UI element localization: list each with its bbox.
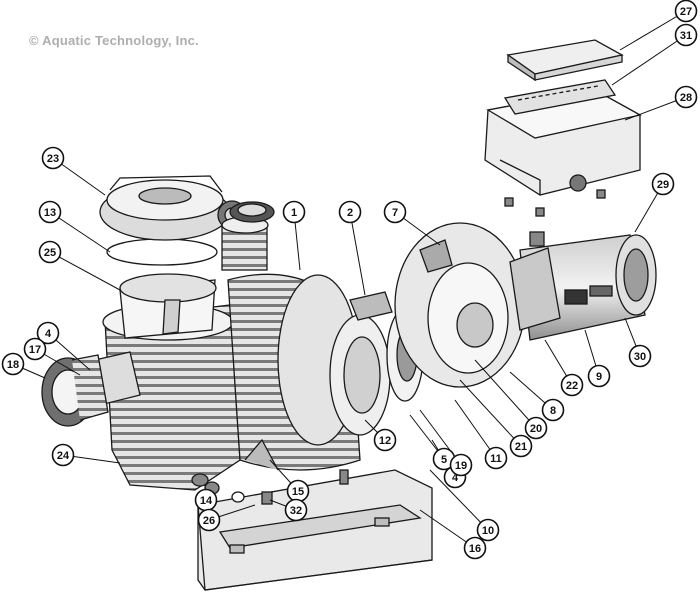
callout-31: 31 xyxy=(674,23,698,47)
callout-14: 14 xyxy=(194,488,218,512)
callout-number: 21 xyxy=(515,441,527,453)
callout-4: 4 xyxy=(36,321,60,345)
callout-number: 5 xyxy=(441,454,447,466)
callout-20: 20 xyxy=(524,416,548,440)
callout-32: 32 xyxy=(284,498,308,522)
callout-number: 18 xyxy=(7,359,19,371)
leader-lines xyxy=(12,10,687,549)
callout-number: 9 xyxy=(596,371,602,383)
callout-number: 30 xyxy=(634,351,646,363)
callout-number: 29 xyxy=(657,179,669,191)
callout-23: 23 xyxy=(41,146,65,170)
callout-11: 11 xyxy=(484,446,508,470)
copyright-notice: © Aquatic Technology, Inc. xyxy=(29,33,199,48)
callout-21: 21 xyxy=(509,434,533,458)
callout-number: 32 xyxy=(290,505,302,517)
callout-number: 31 xyxy=(680,30,692,42)
callout-number: 11 xyxy=(490,453,502,465)
callout-number: 14 xyxy=(200,495,213,507)
callout-1: 1 xyxy=(282,200,306,224)
leader-line-2 xyxy=(349,211,366,296)
callout-number: 20 xyxy=(530,423,542,435)
callout-number: 19 xyxy=(455,460,467,472)
leader-line-20 xyxy=(474,359,537,429)
leader-line-10 xyxy=(429,469,489,531)
callout-number: 25 xyxy=(44,247,56,259)
callout-number: 22 xyxy=(566,380,578,392)
strainer-lid xyxy=(99,175,247,241)
callout-9: 9 xyxy=(587,364,611,388)
callout-18: 18 xyxy=(1,352,25,376)
callout-27: 27 xyxy=(674,0,698,23)
callout-15: 15 xyxy=(286,479,310,503)
callout-25: 25 xyxy=(38,240,62,264)
inlet-port xyxy=(41,351,141,427)
controller-housing xyxy=(484,89,642,196)
callout-number: 10 xyxy=(482,525,494,537)
callout-number: 2 xyxy=(347,207,353,219)
leader-line-21 xyxy=(459,379,522,447)
callout-24: 24 xyxy=(51,443,75,467)
callout-26: 26 xyxy=(197,508,221,532)
callout-number: 4 xyxy=(452,472,459,484)
leader-line-31 xyxy=(611,34,687,86)
callout-number: 17 xyxy=(29,344,41,356)
callout-number: 13 xyxy=(44,207,56,219)
callout-number: 24 xyxy=(57,450,70,462)
callout-number: 16 xyxy=(469,543,481,555)
callout-number: 23 xyxy=(47,153,59,165)
leader-line-27 xyxy=(619,10,687,51)
lid-o-ring xyxy=(106,238,218,266)
strainer-basket xyxy=(119,273,217,339)
discharge-union xyxy=(221,201,275,271)
callout-19: 19 xyxy=(449,453,473,477)
callout-22: 22 xyxy=(560,373,584,397)
pump-base xyxy=(197,469,433,591)
callout-30: 30 xyxy=(628,344,652,368)
callout-10: 10 xyxy=(476,518,500,542)
callout-29: 29 xyxy=(651,172,675,196)
callout-number: 28 xyxy=(680,92,692,104)
control-panel xyxy=(503,79,617,115)
callout-13: 13 xyxy=(38,200,62,224)
callout-number: 15 xyxy=(292,486,304,498)
pump-motor xyxy=(509,234,657,341)
callout-number: 26 xyxy=(203,515,215,527)
callout-number: 1 xyxy=(291,207,297,219)
callout-2: 2 xyxy=(338,200,362,224)
callout-16: 16 xyxy=(463,536,487,560)
callout-7: 7 xyxy=(383,200,407,224)
callout-number: 7 xyxy=(392,207,398,219)
callout-number: 8 xyxy=(550,405,556,417)
leader-line-11 xyxy=(454,399,497,459)
callout-8: 8 xyxy=(541,398,565,422)
leader-line-25 xyxy=(49,251,121,291)
callout-number: 27 xyxy=(680,6,692,18)
callout-number: 4 xyxy=(45,328,52,340)
callout-number: 12 xyxy=(379,435,391,447)
seal-plate xyxy=(329,291,393,436)
callout-12: 12 xyxy=(373,428,397,452)
callout-17: 17 xyxy=(23,337,47,361)
motor-adapter xyxy=(394,222,526,388)
callout-28: 28 xyxy=(674,85,698,109)
leader-line-13 xyxy=(49,211,111,253)
controller-cover xyxy=(506,39,624,82)
